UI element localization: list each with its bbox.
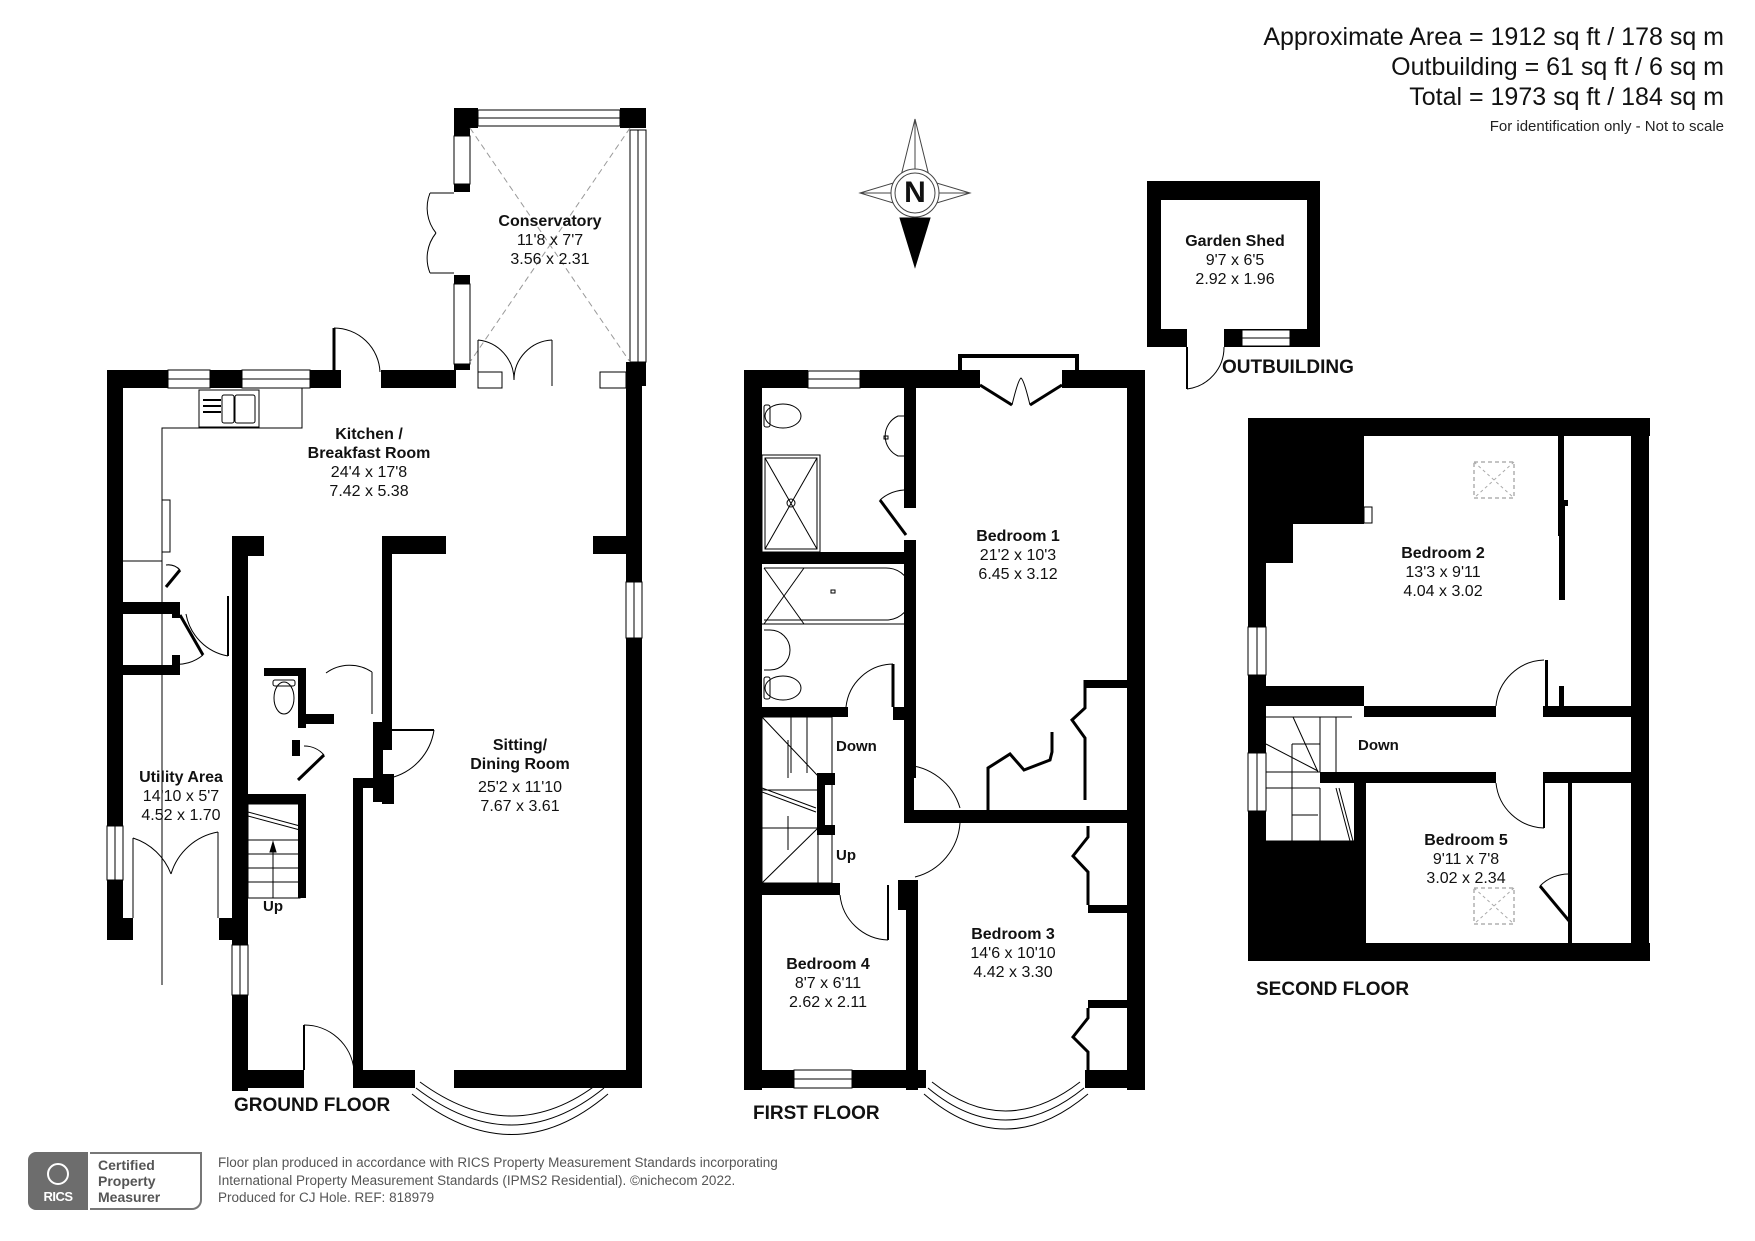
rics-logo-text: RICS (43, 1189, 73, 1204)
badge-line-3: Measurer (98, 1189, 161, 1205)
compass-north-icon (858, 118, 972, 269)
room-bedroom-4: Bedroom 4 8'7 x 6'11 2.62 x 2.11 (786, 955, 870, 1012)
room-garden-shed: Garden Shed 9'7 x 6'5 2.92 x 1.96 (1185, 232, 1285, 289)
room-sitting-dining: Sitting/ Dining Room 25'2 x 11'10 7.67 x… (470, 736, 570, 816)
approximate-area: Approximate Area = 1912 sq ft / 178 sq m (1263, 23, 1724, 51)
first-floor-plan (744, 370, 1145, 1090)
room-name-line2: Dining Room (470, 756, 570, 773)
room-utility-area: Utility Area 14'10 x 5'7 4.52 x 1.70 (139, 768, 223, 825)
certified-property-measurer-badge: Certified Property Measurer (90, 1152, 202, 1210)
room-dim-metric: 7.42 x 5.38 (329, 483, 409, 500)
footer-line-2: International Property Measurement Stand… (218, 1172, 736, 1188)
room-conservatory: Conservatory 11'8 x 7'7 3.56 x 2.31 (498, 212, 601, 269)
room-bedroom-5: Bedroom 5 9'11 x 7'8 3.02 x 2.34 (1424, 831, 1508, 888)
ground-stairs-up-label: Up (263, 898, 283, 915)
badge-line-1: Certified (98, 1157, 155, 1173)
footer-notes: Floor plan produced in accordance with R… (218, 1152, 778, 1210)
compass-north-label: N (904, 176, 926, 209)
room-dim-metric: 4.52 x 1.70 (141, 807, 221, 824)
room-dim-imperial: 9'7 x 6'5 (1205, 252, 1265, 269)
outbuilding-label: OUTBUILDING (1222, 357, 1354, 378)
first-floor-label: FIRST FLOOR (753, 1103, 880, 1124)
room-dim-metric: 3.02 x 2.34 (1426, 870, 1506, 887)
second-stairs-down-label: Down (1358, 737, 1399, 754)
room-dim-metric: 2.62 x 2.11 (789, 994, 867, 1011)
room-name: Sitting/ (492, 737, 548, 754)
outbuilding-details (1186, 329, 1291, 390)
room-dim-metric: 4.42 x 3.30 (973, 964, 1053, 981)
room-name-line2: Breakfast Room (307, 445, 431, 462)
room-name: Bedroom 2 (1401, 545, 1485, 562)
room-bedroom-1: Bedroom 1 21'2 x 10'3 6.45 x 3.12 (976, 527, 1060, 584)
outbuilding-area: Outbuilding = 61 sq ft / 6 sq m (1391, 53, 1724, 81)
room-dim-metric: 2.92 x 1.96 (1195, 271, 1275, 288)
room-name: Kitchen / (335, 426, 403, 443)
room-dim-metric: 4.04 x 3.02 (1403, 583, 1483, 600)
second-floor-label: SECOND FLOOR (1256, 979, 1410, 1000)
rics-lion-icon (47, 1163, 69, 1185)
room-dim-metric: 6.45 x 3.12 (978, 566, 1058, 583)
room-name: Bedroom 4 (786, 956, 870, 973)
room-dim-imperial: 25'2 x 11'10 (477, 779, 563, 796)
room-dim-imperial: 14'10 x 5'7 (142, 788, 220, 805)
rics-logo: RICS (28, 1152, 88, 1210)
room-name: Bedroom 5 (1424, 832, 1508, 849)
room-name: Garden Shed (1185, 233, 1285, 250)
room-name: Utility Area (139, 769, 223, 786)
room-name: Conservatory (498, 213, 602, 230)
second-floor-plan (1248, 418, 1650, 961)
footer-line-3: Produced for CJ Hole. REF: 818979 (218, 1190, 435, 1205)
ground-floor-label: GROUND FLOOR (234, 1095, 391, 1116)
footer: RICS Certified Property Measurer Floor p… (28, 1152, 778, 1210)
room-dim-imperial: 13'3 x 9'11 (1405, 564, 1481, 581)
room-dim-imperial: 21'2 x 10'3 (979, 547, 1057, 564)
ground-floor-details (106, 109, 647, 1135)
first-stairs-up-label: Up (836, 847, 856, 864)
footer-line-1: Floor plan produced in accordance with R… (218, 1155, 778, 1170)
room-dim-imperial: 14'6 x 10'10 (970, 945, 1056, 962)
room-dim-metric: 3.56 x 2.31 (510, 251, 590, 268)
total-area: Total = 1973 sq ft / 184 sq m (1409, 83, 1724, 111)
room-kitchen-breakfast: Kitchen / Breakfast Room 24'4 x 17'8 7.4… (308, 425, 431, 501)
room-bedroom-3: Bedroom 3 14'6 x 10'10 4.42 x 3.30 (970, 925, 1055, 982)
room-bedroom-2: Bedroom 2 13'3 x 9'11 4.04 x 3.02 (1401, 544, 1485, 601)
badge-line-2: Property (98, 1173, 156, 1189)
room-dim-metric: 7.67 x 3.61 (480, 798, 560, 815)
room-name: Bedroom 1 (976, 528, 1060, 545)
first-floor-details (761, 354, 1090, 1130)
second-floor-details (1247, 461, 1572, 925)
not-to-scale-note: For identification only - Not to scale (1489, 118, 1724, 135)
room-dim-imperial: 24'4 x 17'8 (330, 464, 408, 481)
first-stairs-down-label: Down (836, 738, 877, 755)
area-summary: Approximate Area = 1912 sq ft / 178 sq m… (1263, 22, 1724, 135)
room-name: Bedroom 3 (971, 926, 1055, 943)
room-dim-imperial: 9'11 x 7'8 (1432, 851, 1500, 868)
room-dim-imperial: 8'7 x 6'11 (794, 975, 862, 992)
room-dim-imperial: 11'8 x 7'7 (516, 232, 584, 249)
